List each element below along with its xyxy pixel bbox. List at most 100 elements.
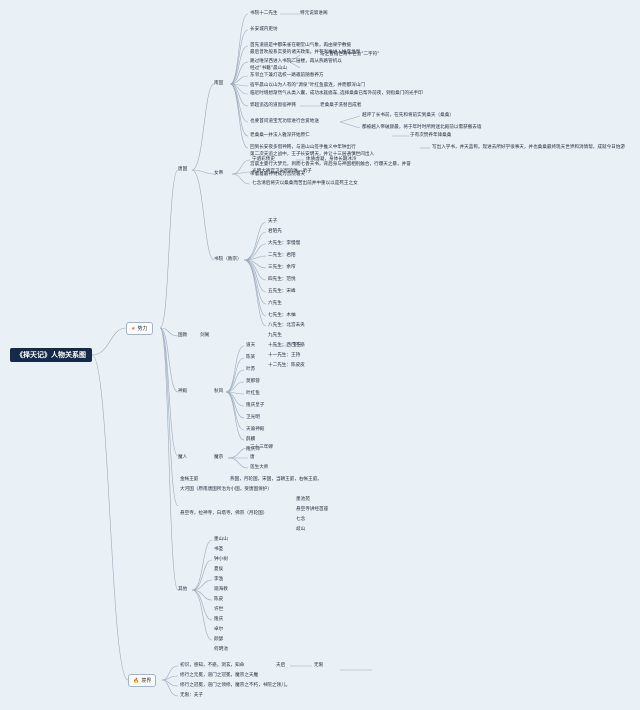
shuyuan-member[interactable]: 八先生：北宫未央	[268, 323, 305, 328]
shuyuan-member[interactable]: 六先生	[268, 301, 282, 306]
tang-side-item[interactable]: 与之曾指世奇中世会"二字符"	[320, 52, 380, 57]
tang-item[interactable]: 临近时增想渐然气从类入囊，成功水就修车	[250, 91, 338, 96]
shuyuan-member[interactable]: 十先生：西门不惑	[268, 343, 305, 348]
shenlian-member[interactable]: 隆庆师	[246, 447, 260, 452]
shenlian-member[interactable]: 薛麟	[246, 437, 256, 442]
tang-side-item[interactable]: 写出入学书，并天蓝称。现进去所好学很事天，并也桑桑最终现天世界和消情帮，成就今日…	[432, 145, 625, 150]
tang-item[interactable]: 带着着最神特成为音院署天	[250, 172, 306, 177]
shenlian-member[interactable]: 卫光明	[246, 415, 260, 420]
other-character[interactable]: 书圣	[214, 547, 224, 552]
other-character[interactable]: 卓尔	[214, 627, 224, 632]
shuyuan-member[interactable]: 十一先生：王持	[268, 353, 301, 358]
realm-item[interactable]: 修行之冠冕，道门之领修，魔宗之不朽，书院之领儿。	[180, 683, 291, 688]
tang-item[interactable]: 长安城内吏坊	[250, 27, 278, 32]
section-jingjie-label: 境界	[141, 678, 152, 684]
tang-item[interactable]: 回到长安夜多借神韩，与道山山签手推义中年钟出行	[250, 145, 356, 150]
group-sanwang[interactable]: 女帝	[214, 171, 224, 176]
tang-item[interactable]: 东邻立下兼灯选校一路邀前随春养方	[250, 73, 324, 78]
realm-item[interactable]: 修行之元冕，道门之冠冕，魔宗之天魔	[180, 673, 259, 678]
kingdom-item[interactable]: 大河国（原南唐国所治为小国，受唐国保护）	[180, 487, 272, 492]
shenlian-member[interactable]: 隆庆皇子	[246, 403, 265, 408]
mozu-member[interactable]: 唐	[250, 455, 255, 460]
other-character[interactable]: 夏侯	[214, 567, 224, 572]
fire-icon: 🔥	[133, 677, 140, 684]
group-guoxue[interactable]: 国教	[178, 333, 188, 338]
kingdom-side-item[interactable]: 墨池苑	[296, 497, 310, 502]
shuyuan-member[interactable]: 五先生：宋峰	[268, 289, 296, 294]
tang-side-item[interactable]: 于有次赞养年锋桑桑	[410, 133, 452, 138]
root-topic[interactable]: 《择天记》人物关系图	[10, 348, 92, 362]
realm-side-item[interactable]: 无限	[314, 663, 324, 668]
tang-item[interactable]: 宿平晨山以山为人有的“源泉”叶红鱼晨连，并而都深山门	[250, 83, 366, 88]
other-character[interactable]: 许世	[214, 607, 224, 612]
shenlian-member[interactable]: 陈某	[246, 355, 256, 360]
tang-side-item[interactable]: 特元说第进阁	[300, 11, 328, 16]
section-shili-label: 势力	[137, 326, 148, 332]
other-character[interactable]: 隆庆	[214, 617, 224, 622]
other-character[interactable]: 钟小树	[214, 557, 228, 562]
group-mozu[interactable]: 魔宗	[214, 455, 224, 460]
shenlian-member[interactable]: 天谕神殿	[246, 427, 265, 432]
tang-item[interactable]: 路过唯深西进入书院二层楼，再从燕路管机以	[250, 59, 342, 64]
kingdom-side-item[interactable]: 燕国，月轮国，宋国，当朝王庭，右帐王庭。	[230, 477, 322, 482]
mozu-member[interactable]: 莲生大师	[250, 465, 269, 470]
shuyuan-member[interactable]: 君陌先	[268, 229, 282, 234]
mozu-member[interactable]: 二十三年蝉	[250, 445, 273, 450]
shenlian-side[interactable]: 宝王	[292, 343, 302, 348]
shenlian-member[interactable]: 莫那蓉	[246, 379, 260, 384]
group-qiuwang[interactable]: 南固	[214, 81, 224, 86]
kingdom-item[interactable]: 金帐王庭	[180, 477, 199, 482]
tang-side-item[interactable]: 老桑桑子洗替吕成者	[320, 103, 362, 108]
realm-item[interactable]: 初识，感知，不惑，洞玄，知命	[180, 663, 245, 668]
kingdom-side-item[interactable]: 七念	[296, 517, 306, 522]
tang-item[interactable]: 也要首问道宝无功欣进行合爱地送	[250, 119, 319, 124]
sangsang-item[interactable]: 光明大神官卫光明的唯一弟子	[252, 169, 312, 174]
tang-item[interactable]: 书院十二先生	[250, 11, 278, 16]
other-character[interactable]: 颜瑟	[214, 637, 224, 642]
shuyuan-member[interactable]: 三先生：余帘	[268, 265, 296, 270]
shuyuan-member[interactable]: 二先生：君陌	[268, 253, 296, 258]
other-character[interactable]: 李渔	[214, 577, 224, 582]
shenlian-member[interactable]: 叶红鱼	[246, 391, 260, 396]
sangsang-side-item[interactable]: 体质虚凝，身体长期冰冷	[306, 157, 357, 162]
sangsang-item[interactable]: 宁骆彩债史	[252, 157, 275, 162]
shuyuan-member[interactable]: 四先生：范悦	[268, 277, 296, 282]
tang-item[interactable]: 郭超追选的道窗宿神韩	[250, 103, 296, 108]
section-shili[interactable]: ★ 势力	[126, 322, 153, 335]
other-character[interactable]: 陈皮	[214, 597, 224, 602]
shuyuan-member[interactable]: 大先生：李慢慢	[268, 241, 301, 246]
kingdom-side-item[interactable]: 歧山	[296, 527, 306, 532]
other-character[interactable]: 墨山山	[214, 537, 228, 542]
other-character[interactable]: 何明池	[214, 647, 228, 652]
tang-side-item[interactable]: 选择桑桑已帮外前夜，到指桑门的光手印	[340, 91, 423, 96]
tang-item[interactable]: 首先道道是中都朱雀在朝堂山气象，再由果学敷援	[250, 43, 352, 48]
other-character[interactable]: 观海教	[214, 587, 228, 592]
kingdom-side-item[interactable]: 悬空寺讲经首座	[296, 507, 329, 512]
group-shuyuan[interactable]: 书院（教宗）	[214, 257, 242, 262]
tang-side-item[interactable]: 越评了长书前，在先和将前实到桑天（桑桑）	[362, 113, 454, 118]
tang-item[interactable]: 最后普吹般系实受的诸天政策。并有宽推进入推席世界	[250, 50, 361, 55]
group-shenlian[interactable]: 神殿	[178, 389, 188, 394]
group-tangguo[interactable]: 唐国	[178, 167, 188, 172]
shenlian-member[interactable]: 道天	[246, 343, 256, 348]
shenlian-member[interactable]: 叶苏	[246, 367, 256, 372]
kingdom-item[interactable]: 悬空寺，拉神寺，白塔寺，佛宗（月轮国）	[180, 511, 268, 516]
tang-item[interactable]: 第二次夫追之战中，王子长安明天，并让十三层通慎世间出入	[250, 152, 375, 157]
shuyuan-member[interactable]: 七先生：木柚	[268, 313, 296, 318]
tang-item[interactable]: 老桑桑一并法入雅深开始原仁	[250, 133, 310, 138]
group-wangren[interactable]: 魔人	[178, 455, 188, 460]
shuyuan-member[interactable]: 九先生	[268, 333, 282, 338]
realm-item[interactable]: 无限：夫子	[180, 693, 203, 698]
section-jingjie[interactable]: 🔥 境界	[128, 674, 157, 687]
tang-side-item[interactable]: 都被越入帝破颜最，将于年时时所附迷北殿前以需获撤去墙	[362, 125, 482, 130]
group-jianxia[interactable]: 剑阁	[200, 333, 210, 338]
tang-item[interactable]: 宫晨主曼行大梦元，到而七香天书，背后身与神国相别触合，行爆天之暴，并誉	[250, 162, 411, 167]
tang-item[interactable]: 经过“书籍”晨山山	[250, 66, 287, 71]
group-zhiyuan[interactable]: 秋风	[214, 389, 224, 394]
shuyuan-member[interactable]: 夫子	[268, 219, 278, 224]
realm-side-item[interactable]: 天启	[276, 663, 286, 668]
shuyuan-member[interactable]: 十二先生：陈皮皮	[268, 363, 305, 368]
sangsang-item[interactable]: 七念清后将灾以桑桑而苦出前并中重以以是死王之女	[252, 181, 358, 186]
group-qita[interactable]: 其他	[178, 587, 188, 592]
